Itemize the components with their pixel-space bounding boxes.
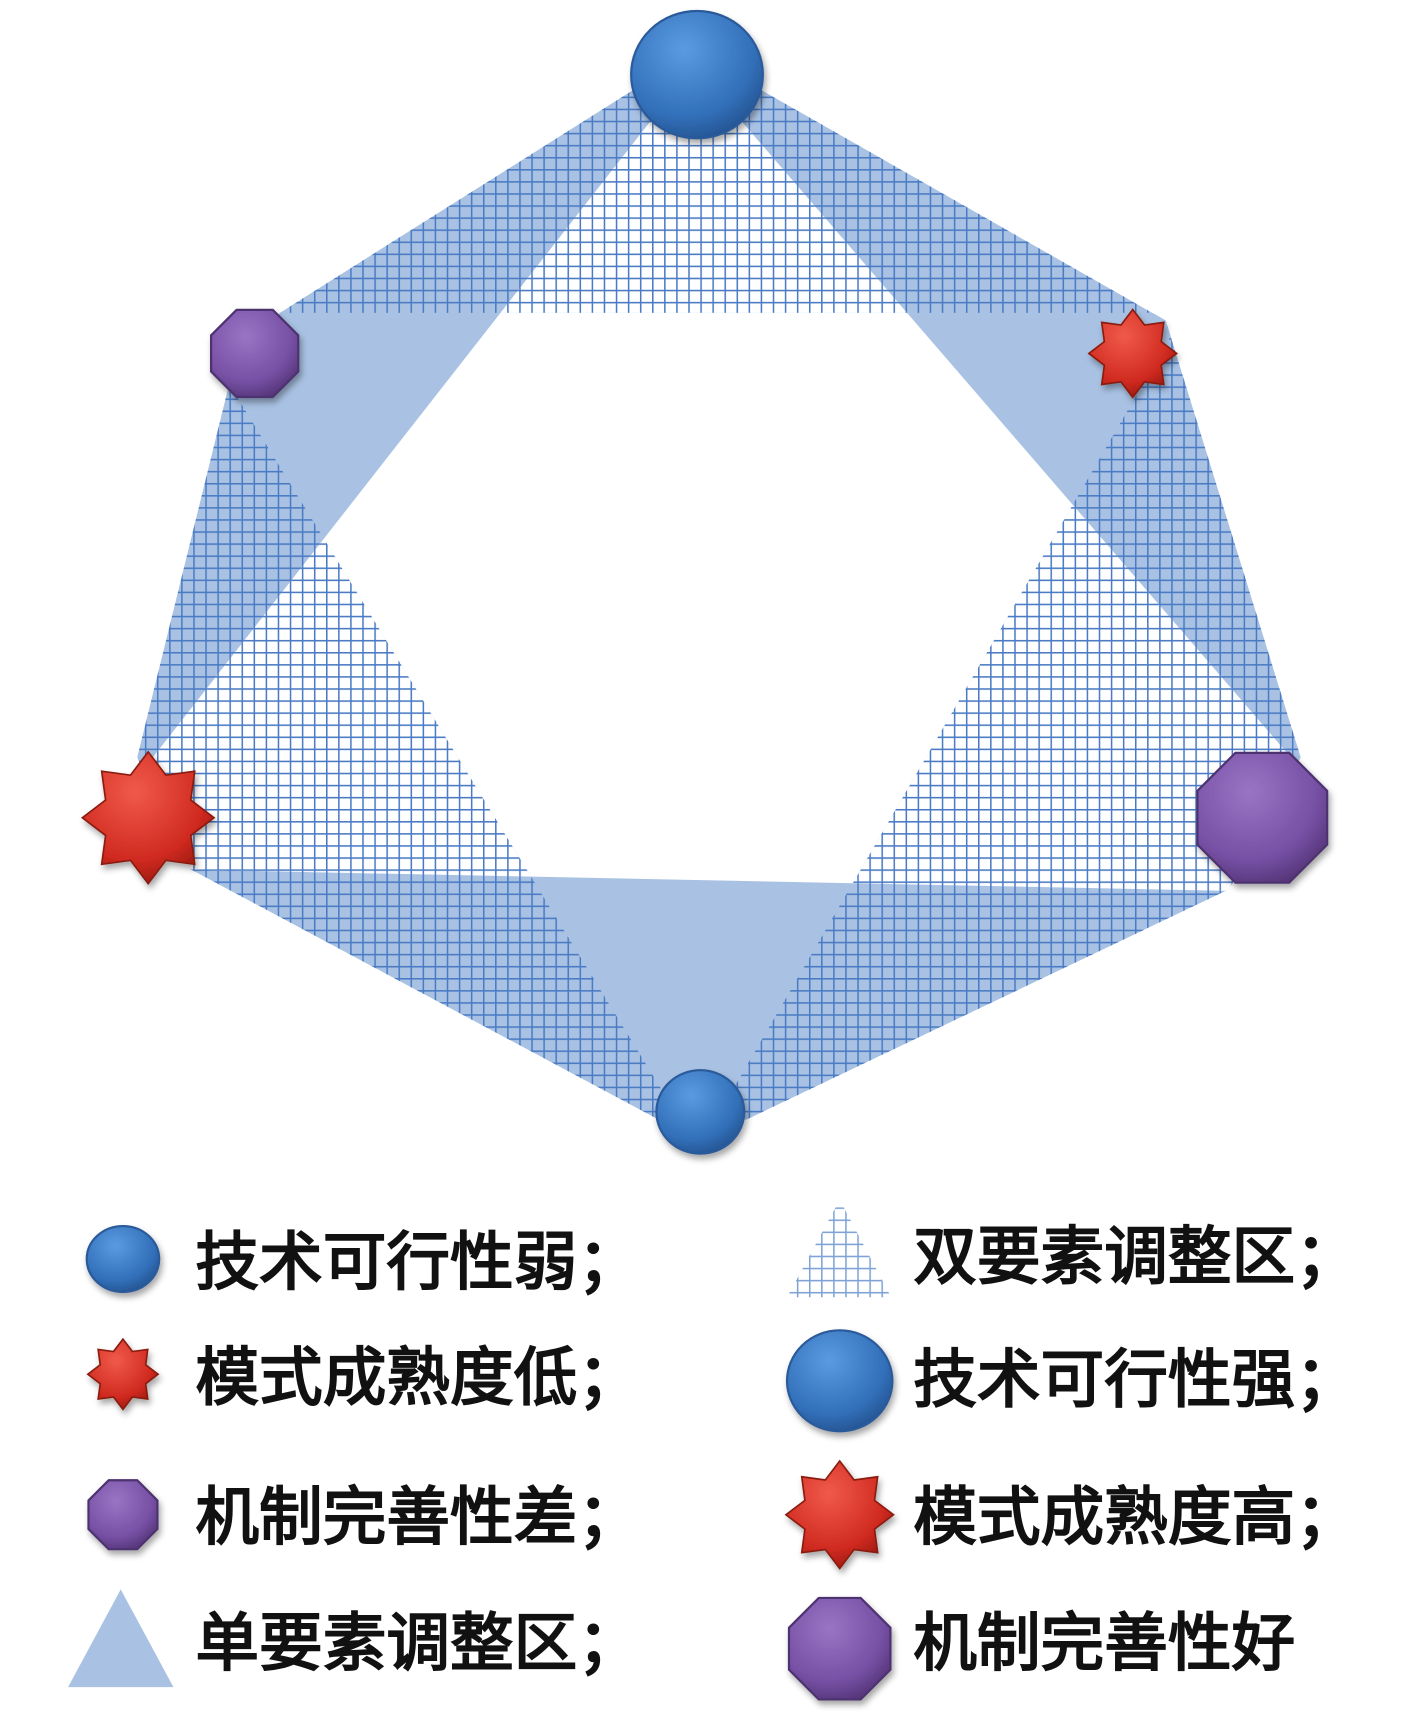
strong-tech-feasibility-circle-icon: [630, 9, 764, 140]
small-octagon-icon: [87, 1479, 159, 1551]
small-star-icon: [86, 1337, 160, 1411]
diagram-markers: [80, 9, 1329, 1155]
legend-label-low-maturity: 模式成熟度低；: [195, 1340, 641, 1415]
large-octagon-icon: [787, 1596, 892, 1701]
legend-label-double-factor: 双要素调整区；: [913, 1220, 1359, 1295]
hatched-triangle-icon: [787, 1199, 892, 1298]
poor-mechanism-octagon-icon: [209, 308, 300, 399]
legend-label-weak-tech: 技术可行性弱；: [195, 1225, 641, 1300]
adjustment-regions: [137, 87, 1301, 1120]
legend: 技术可行性弱； 模式成熟度低； 机制完善性差； 单要素调整区； 双要素调整区； …: [68, 1199, 1359, 1701]
legend-label-high-maturity: 模式成熟度高；: [913, 1480, 1359, 1555]
legend-label-single-factor: 单要素调整区；: [195, 1606, 641, 1681]
solid-triangle-icon: [68, 1589, 174, 1688]
legend-label-good-mechanism: 机制完善性好: [913, 1606, 1295, 1681]
good-mechanism-octagon-icon: [1196, 751, 1329, 884]
legend-label-poor-mechanism: 机制完善性差；: [195, 1480, 641, 1555]
large-star-icon: [784, 1459, 895, 1570]
weak-tech-feasibility-circle-icon: [655, 1069, 746, 1155]
high-maturity-star-icon: [80, 750, 216, 885]
large-circle-icon: [785, 1329, 894, 1433]
center-blank-region: [185, 312, 1185, 895]
low-maturity-star-icon: [1087, 308, 1179, 399]
small-circle-icon: [85, 1224, 161, 1294]
legend-label-strong-tech: 技术可行性强；: [913, 1343, 1359, 1418]
